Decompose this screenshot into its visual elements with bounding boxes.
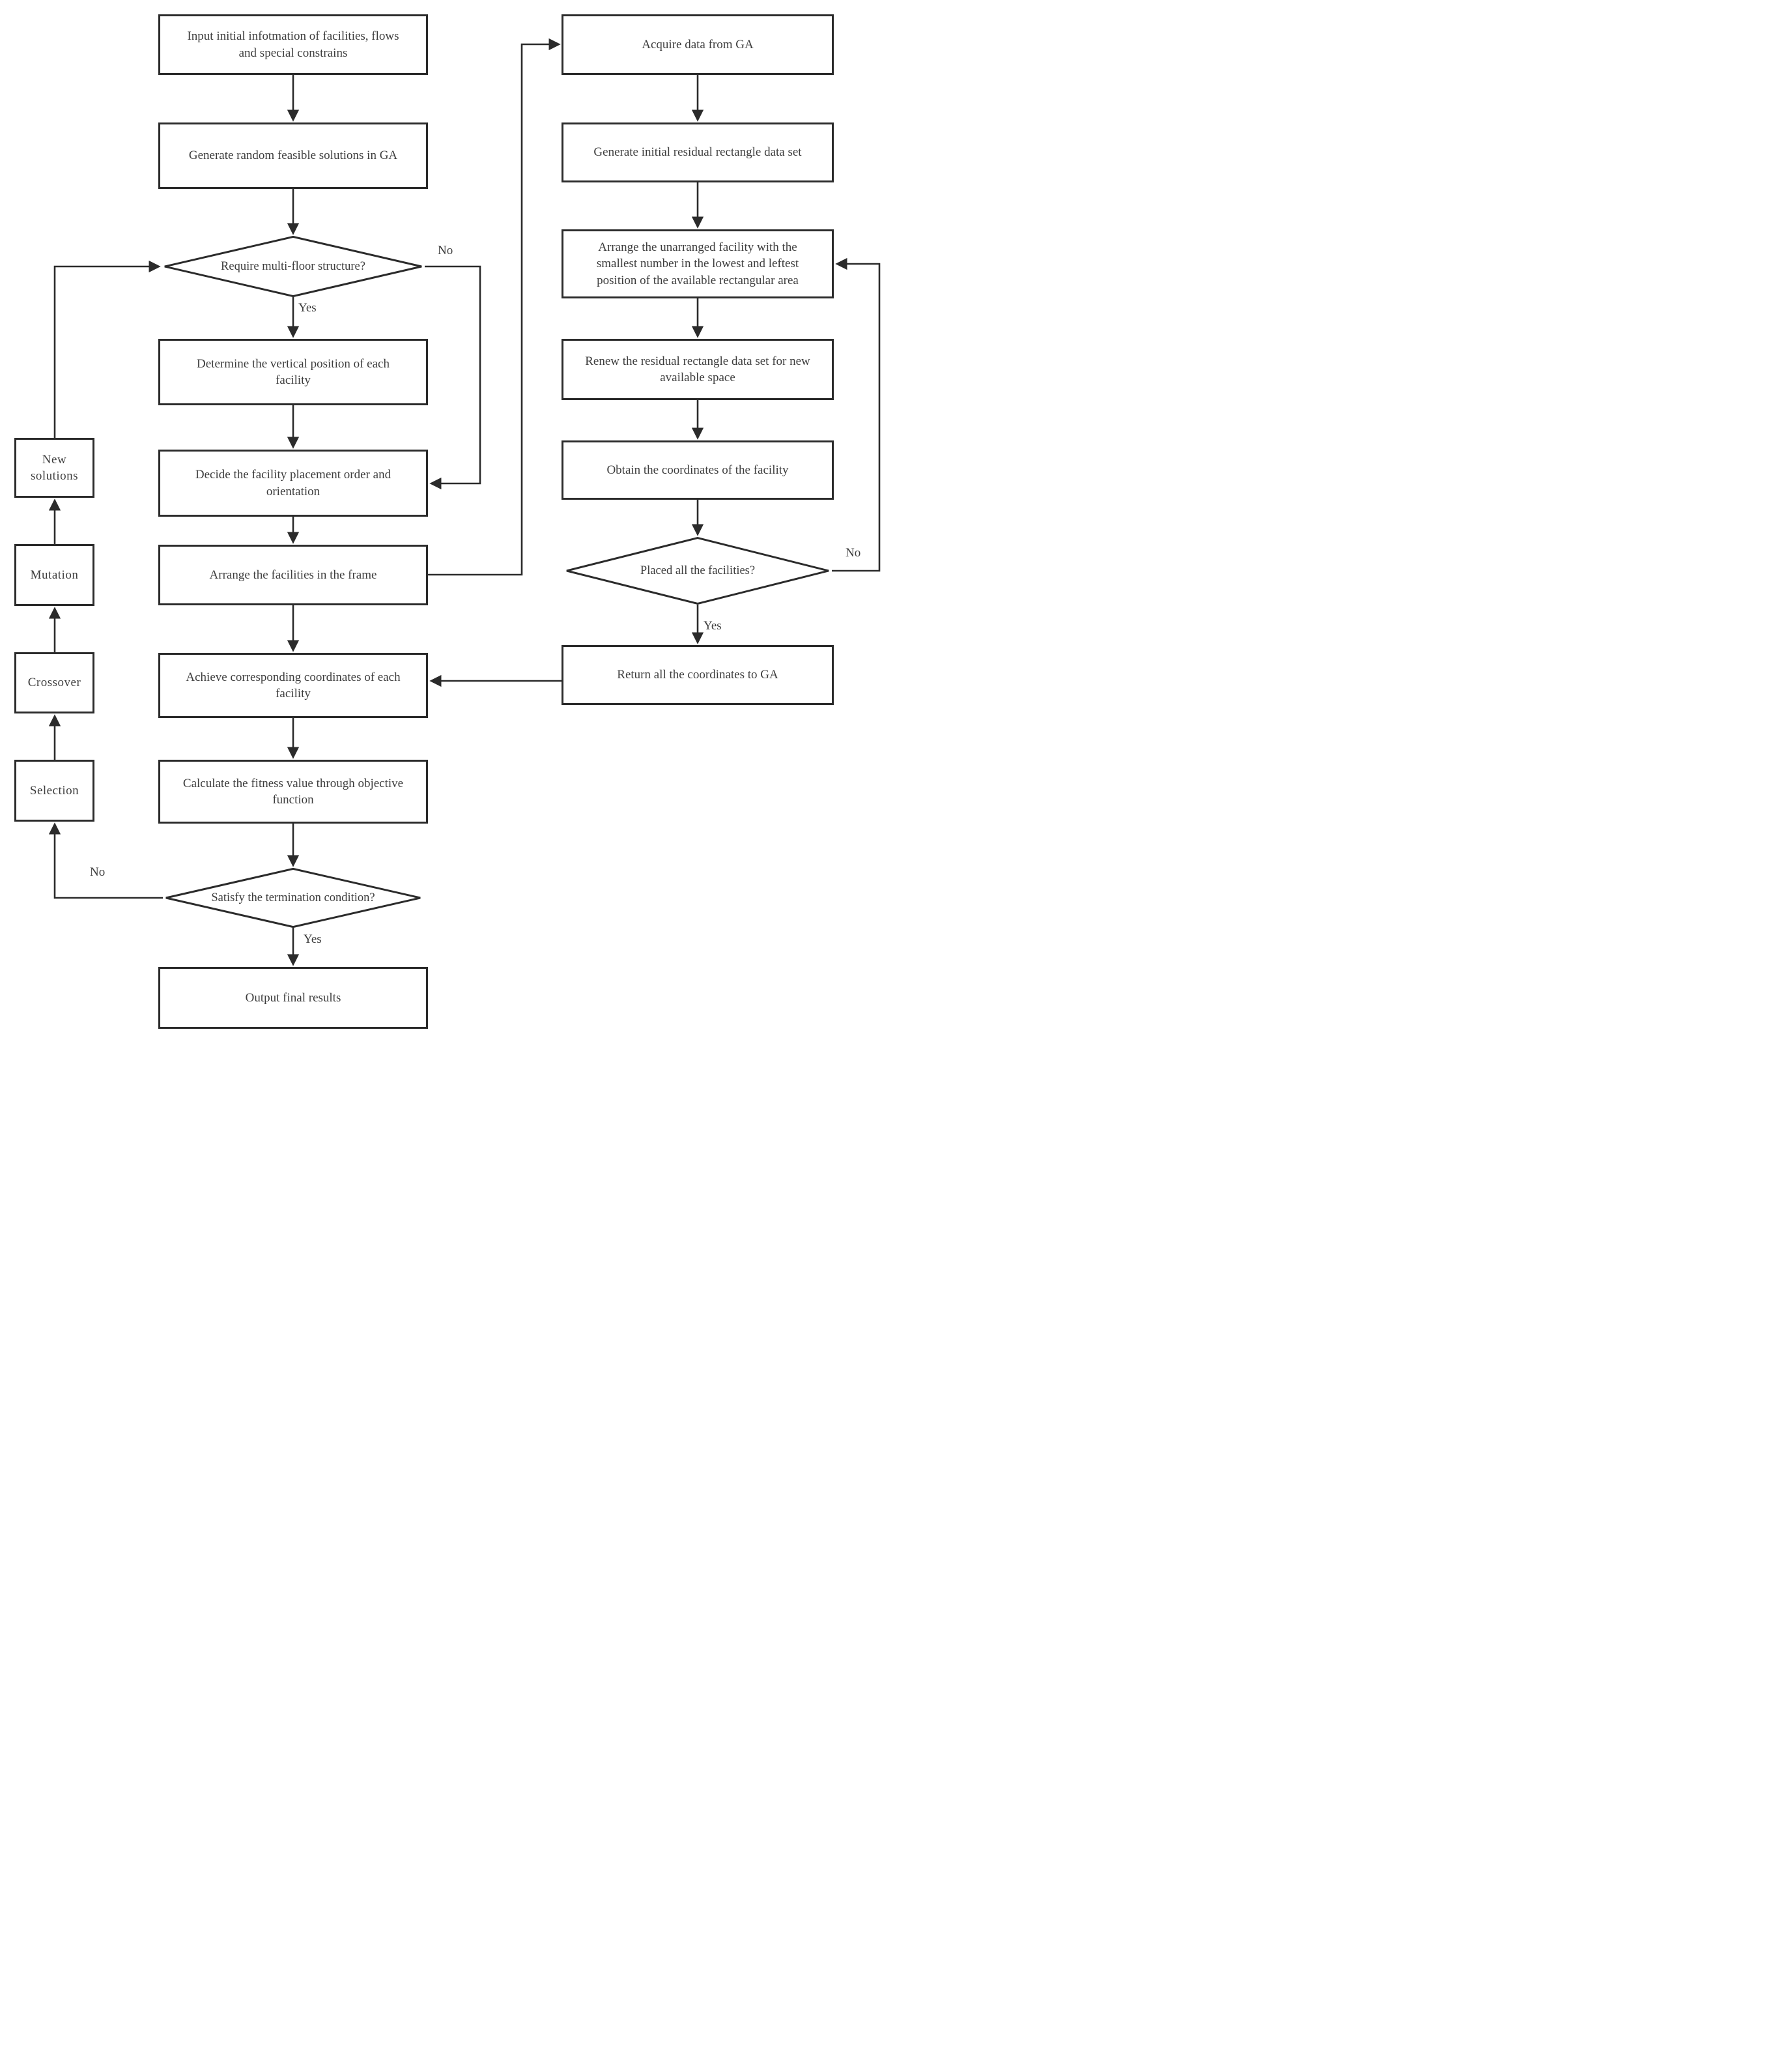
edge-arrange-to-acquire: [428, 38, 561, 576]
diamond-shape: [563, 537, 832, 605]
decision-label: Require multi-floor structure?: [221, 259, 365, 273]
node-label: Achieve corresponding coordinates of eac…: [186, 670, 401, 700]
node-achieve-coordinates: Achieve corresponding coordinates of eac…: [158, 653, 428, 718]
node-label: Output final results: [245, 990, 341, 1005]
node-label: Acquire data from GA: [642, 37, 754, 51]
node-label: Selection: [29, 783, 79, 798]
node-output-final-results: Output final results: [158, 967, 428, 1029]
edge-newsolutions-to-multifloor: [53, 260, 161, 438]
node-crossover: Crossover: [14, 652, 94, 713]
node-label: Decide the facility placement order and …: [195, 468, 391, 498]
node-input-initial-information: Input initial infotmation of facilities,…: [158, 14, 428, 75]
node-label: Obtain the coordinates of the facility: [606, 463, 789, 477]
diamond-shape: [163, 868, 423, 928]
node-label: Input initial infotmation of facilities,…: [187, 29, 399, 60]
edge-multifloor-no: [425, 265, 481, 490]
connector-lines: [48, 38, 881, 966]
node-renew-residual-set: Renew the residual rectangle data set fo…: [562, 339, 834, 400]
node-label: Crossover: [27, 676, 81, 690]
decision-label: Satisfy the termination condition?: [211, 891, 375, 904]
node-decide-placement-order: Decide the facility placement order and …: [158, 450, 428, 517]
node-label: Calculate the fitness value through obje…: [182, 776, 404, 807]
node-label: Mutation: [30, 568, 79, 582]
node-label: Arrange the unarranged facility with the…: [596, 240, 799, 287]
edge-label-placed-no: No: [846, 546, 861, 560]
decision-satisfy-termination: Satisfy the termination condition?: [163, 868, 423, 928]
node-calculate-fitness: Calculate the fitness value through obje…: [158, 760, 428, 824]
node-label: Generate initial residual rectangle data…: [593, 145, 802, 160]
edge-termination-no: [48, 822, 163, 899]
decision-label: Placed all the facilities?: [640, 564, 756, 577]
node-label: Return all the coordinates to GA: [617, 668, 778, 682]
node-new-solutions: New solutions: [14, 438, 94, 498]
edge-label-multifloor-yes: Yes: [298, 301, 317, 315]
edge-label-termination-yes: Yes: [304, 932, 322, 946]
node-generate-random-solutions: Generate random feasible solutions in GA: [158, 122, 428, 189]
node-generate-residual-set: Generate initial residual rectangle data…: [562, 122, 834, 182]
node-mutation: Mutation: [14, 544, 94, 606]
decision-require-multifloor: Require multi-floor structure?: [162, 236, 425, 297]
node-obtain-coordinates: Obtain the coordinates of the facility: [562, 440, 834, 500]
decision-placed-all-facilities: Placed all the facilities?: [563, 537, 832, 605]
node-selection: Selection: [14, 760, 94, 822]
node-label: Renew the residual rectangle data set fo…: [585, 354, 810, 384]
node-label: Determine the vertical position of each …: [197, 356, 390, 387]
flowchart-canvas: Input initial infotmation of facilities,…: [0, 0, 896, 1036]
node-acquire-data-ga: Acquire data from GA: [562, 14, 834, 75]
node-arrange-unarranged-facility: Arrange the unarranged facility with the…: [562, 229, 834, 298]
node-label: Arrange the facilities in the frame: [209, 568, 377, 582]
node-return-coordinates-ga: Return all the coordinates to GA: [562, 645, 834, 705]
edge-label-placed-yes: Yes: [704, 619, 722, 633]
node-label: New solutions: [30, 452, 79, 483]
edge-placed-no: [832, 257, 881, 572]
node-determine-vertical-position: Determine the vertical position of each …: [158, 339, 428, 405]
edge-label-termination-no: No: [90, 865, 106, 879]
edge-label-multifloor-no: No: [438, 244, 453, 257]
diamond-shape: [162, 236, 425, 297]
node-arrange-facilities-frame: Arrange the facilities in the frame: [158, 545, 428, 605]
node-label: Generate random feasible solutions in GA: [188, 149, 398, 163]
